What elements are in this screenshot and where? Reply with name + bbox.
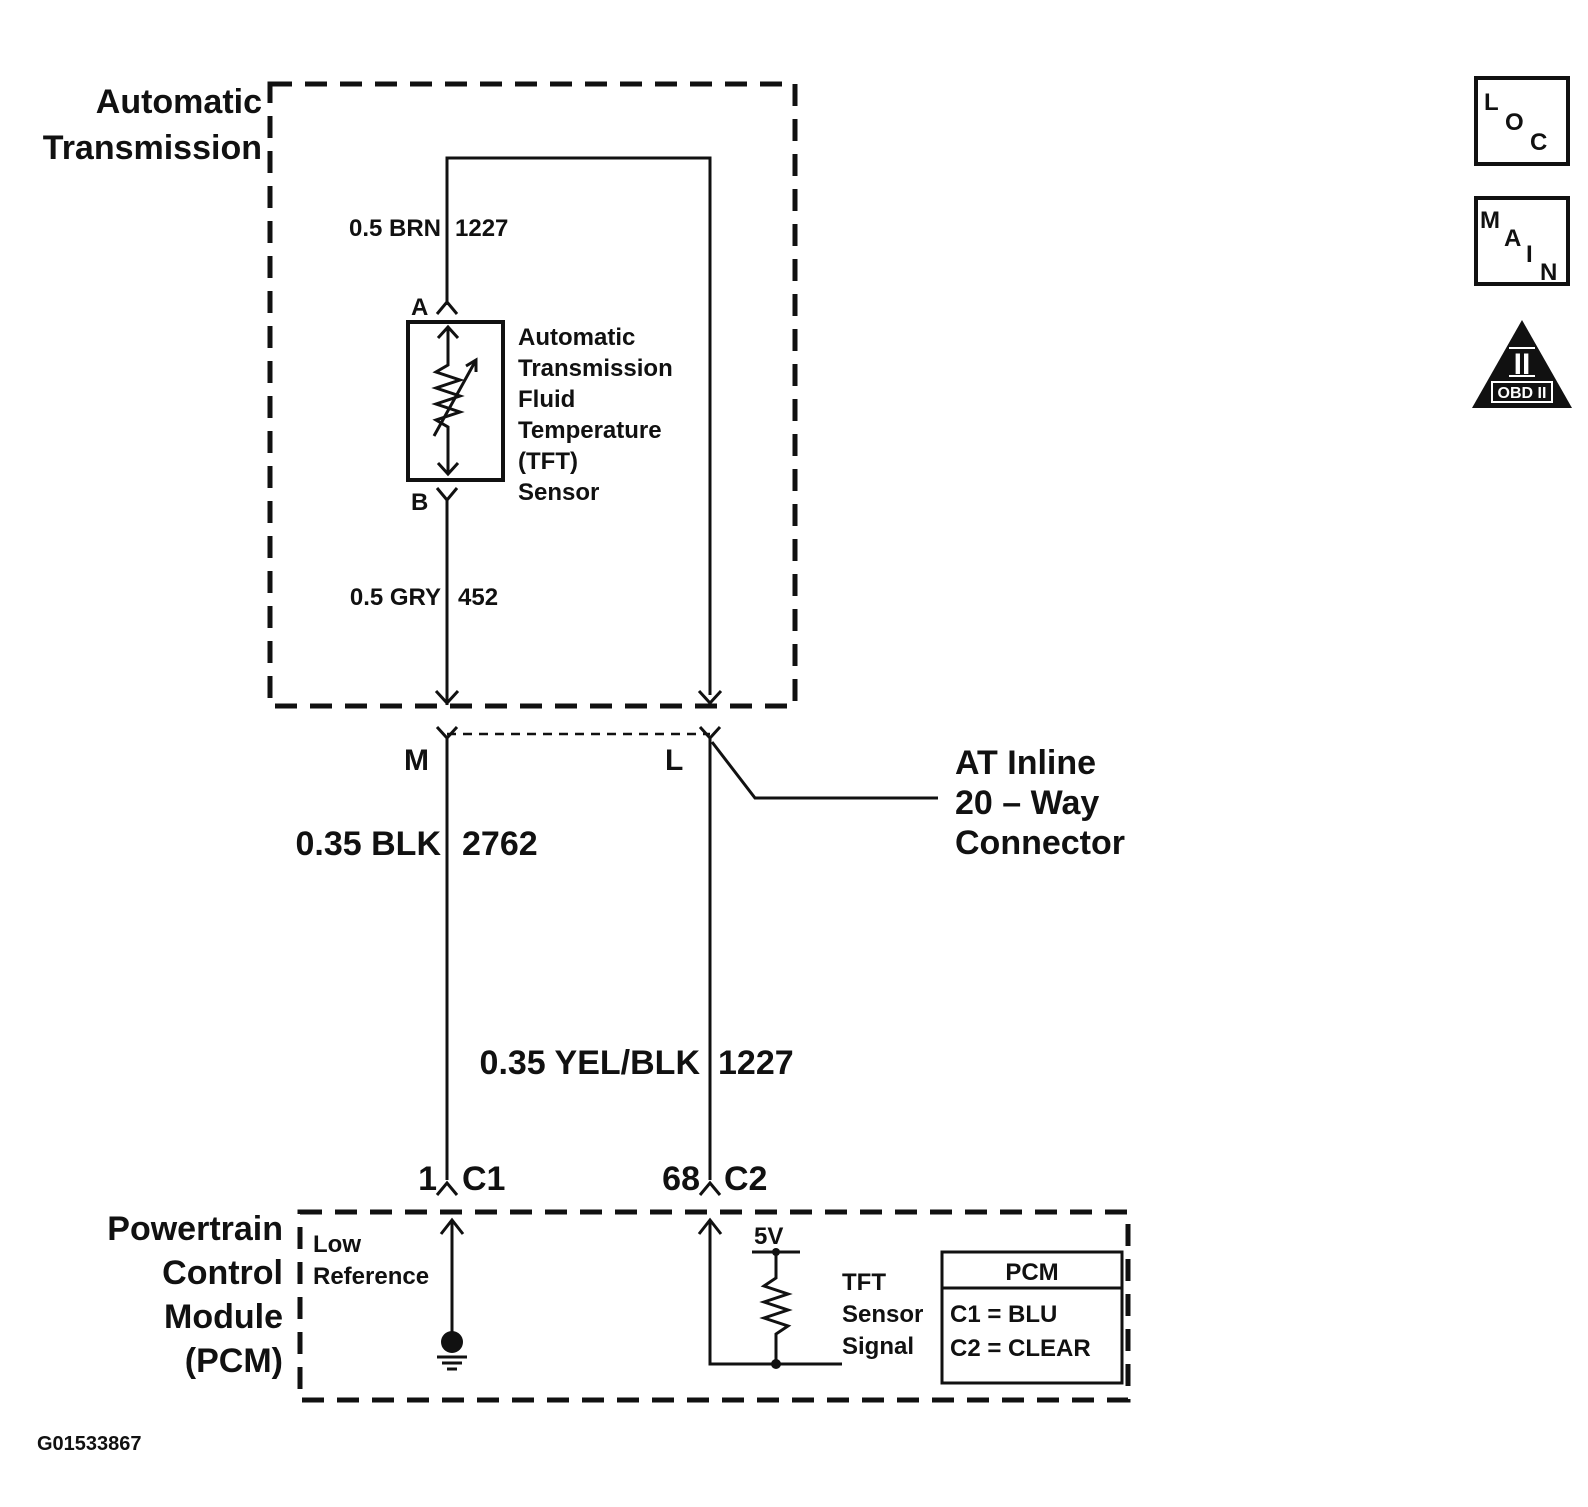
transmission-boundary	[267, 81, 798, 709]
vref-5v-label: 5V	[754, 1223, 783, 1250]
inline-connector-leader	[710, 741, 938, 800]
pcm-title-line2: Control	[162, 1254, 283, 1292]
wire-blk-circuit: 2762	[462, 825, 538, 863]
signal-wire	[708, 1222, 842, 1366]
pin-m-label: M	[404, 744, 429, 777]
loc-icon-letter-o: O	[1505, 109, 1524, 136]
harness-group: 0.35 BLK 2762 0.35 YEL/BLK 1227	[296, 738, 794, 1180]
wire-gry-label: 0.5 GRY	[350, 584, 441, 611]
main-icon-letter-a: A	[1504, 225, 1521, 252]
low-reference-arrow-icon	[439, 1217, 465, 1235]
figure-id: G01533867	[37, 1433, 142, 1455]
pcm-title-line4: (PCM)	[185, 1342, 283, 1380]
inline-connector-line1: AT Inline	[955, 744, 1096, 782]
ground-icon	[437, 1331, 467, 1371]
main-icon-letter-i: I	[1526, 241, 1533, 268]
wire-brn-1227	[445, 156, 712, 695]
loc-icon[interactable]: L O C	[1474, 76, 1570, 166]
main-icon[interactable]: M A I N	[1474, 196, 1570, 286]
inline-connector-group: M L AT Inline 20 – Way Connector	[404, 725, 1125, 862]
signal-junction-dot	[771, 1359, 781, 1369]
arrow-m-icon	[434, 689, 460, 706]
pin-l-connector-icon	[698, 725, 722, 741]
pcm-pin-c1-connector-icon	[435, 1180, 459, 1196]
pcm-legend-title: PCM	[1005, 1259, 1058, 1286]
inline-connector-line2: 20 – Way	[955, 784, 1099, 822]
tft-sensor-line5: (TFT)	[518, 448, 578, 475]
pin-a-label: A	[411, 294, 428, 321]
tft-sensor-line3: Fluid	[518, 386, 575, 413]
main-icon-letter-n: N	[1540, 259, 1557, 286]
tft-sensor-line6: Sensor	[518, 479, 599, 506]
wire-gry-circuit: 452	[458, 584, 498, 611]
loc-icon-letter-c: C	[1530, 129, 1547, 156]
obd-ii-numeral: II	[1514, 348, 1531, 381]
pcm-legend-c2: C2 = CLEAR	[950, 1335, 1091, 1362]
arrow-l-icon	[697, 689, 723, 706]
pin-l-label: L	[665, 744, 683, 777]
tft-sensor-line4: Temperature	[518, 417, 662, 444]
loc-icon-letter-l: L	[1484, 89, 1499, 116]
tft-signal-line2: Sensor	[842, 1301, 923, 1328]
tft-sensor-line2: Transmission	[518, 355, 673, 382]
pcm-legend-box	[940, 1250, 1124, 1385]
pin-b-connector-icon	[435, 487, 459, 503]
tft-signal-line3: Signal	[842, 1333, 914, 1360]
thermistor-icon	[431, 324, 478, 477]
tft-sensor-label: Automatic Transmission Fluid Temperature…	[518, 324, 673, 506]
pcm-title-line3: Module	[164, 1298, 283, 1336]
low-reference-line1: Low	[313, 1231, 361, 1258]
pcm-pin-c1-number: 1	[418, 1160, 437, 1198]
tft-sensor-box	[406, 320, 505, 482]
signal-arrow-icon	[697, 1217, 723, 1235]
pin-b-label: B	[411, 489, 428, 516]
wire-yel-blk-circuit: 1227	[718, 1044, 794, 1082]
tft-sensor-line1: Automatic	[518, 324, 635, 351]
obd-ii-label: OBD II	[1498, 385, 1547, 402]
inline-connector-line3: Connector	[955, 824, 1125, 862]
pcm-pin-c2-number: 68	[662, 1160, 700, 1198]
wire-brn-label: 0.5 BRN	[349, 215, 441, 242]
obd-ii-icon[interactable]: II OBD II	[1472, 320, 1572, 408]
pin-m-connector-icon	[435, 725, 459, 741]
pcm-title-line1: Powertrain	[107, 1210, 283, 1248]
pcm-pin-c2-connector-icon	[698, 1180, 722, 1196]
transmission-group: Automatic Transmission 0.5 BRN 1227 A Au…	[43, 81, 798, 709]
wire-brn-circuit: 1227	[455, 215, 508, 242]
wire-yel-blk-label: 0.35 YEL/BLK	[480, 1044, 701, 1082]
wire-blk-label: 0.35 BLK	[296, 825, 442, 863]
pin-a-connector-icon	[435, 299, 459, 315]
pcm-boundary	[297, 1209, 1131, 1403]
pcm-group: 1 C1 68 C2 Powertrain Control Module (PC…	[107, 1160, 1131, 1403]
tft-signal-line1: TFT	[842, 1269, 886, 1296]
pullup-resistor-icon	[759, 1252, 793, 1364]
pcm-pin-c2-connector: C2	[724, 1160, 767, 1198]
main-icon-letter-m: M	[1480, 207, 1500, 234]
low-reference-line2: Reference	[313, 1263, 429, 1290]
pcm-pin-c1-connector: C1	[462, 1160, 505, 1198]
transmission-title-line1: Automatic	[96, 83, 262, 121]
transmission-title-line2: Transmission	[43, 129, 262, 167]
pcm-legend-c1: C1 = BLU	[950, 1301, 1057, 1328]
